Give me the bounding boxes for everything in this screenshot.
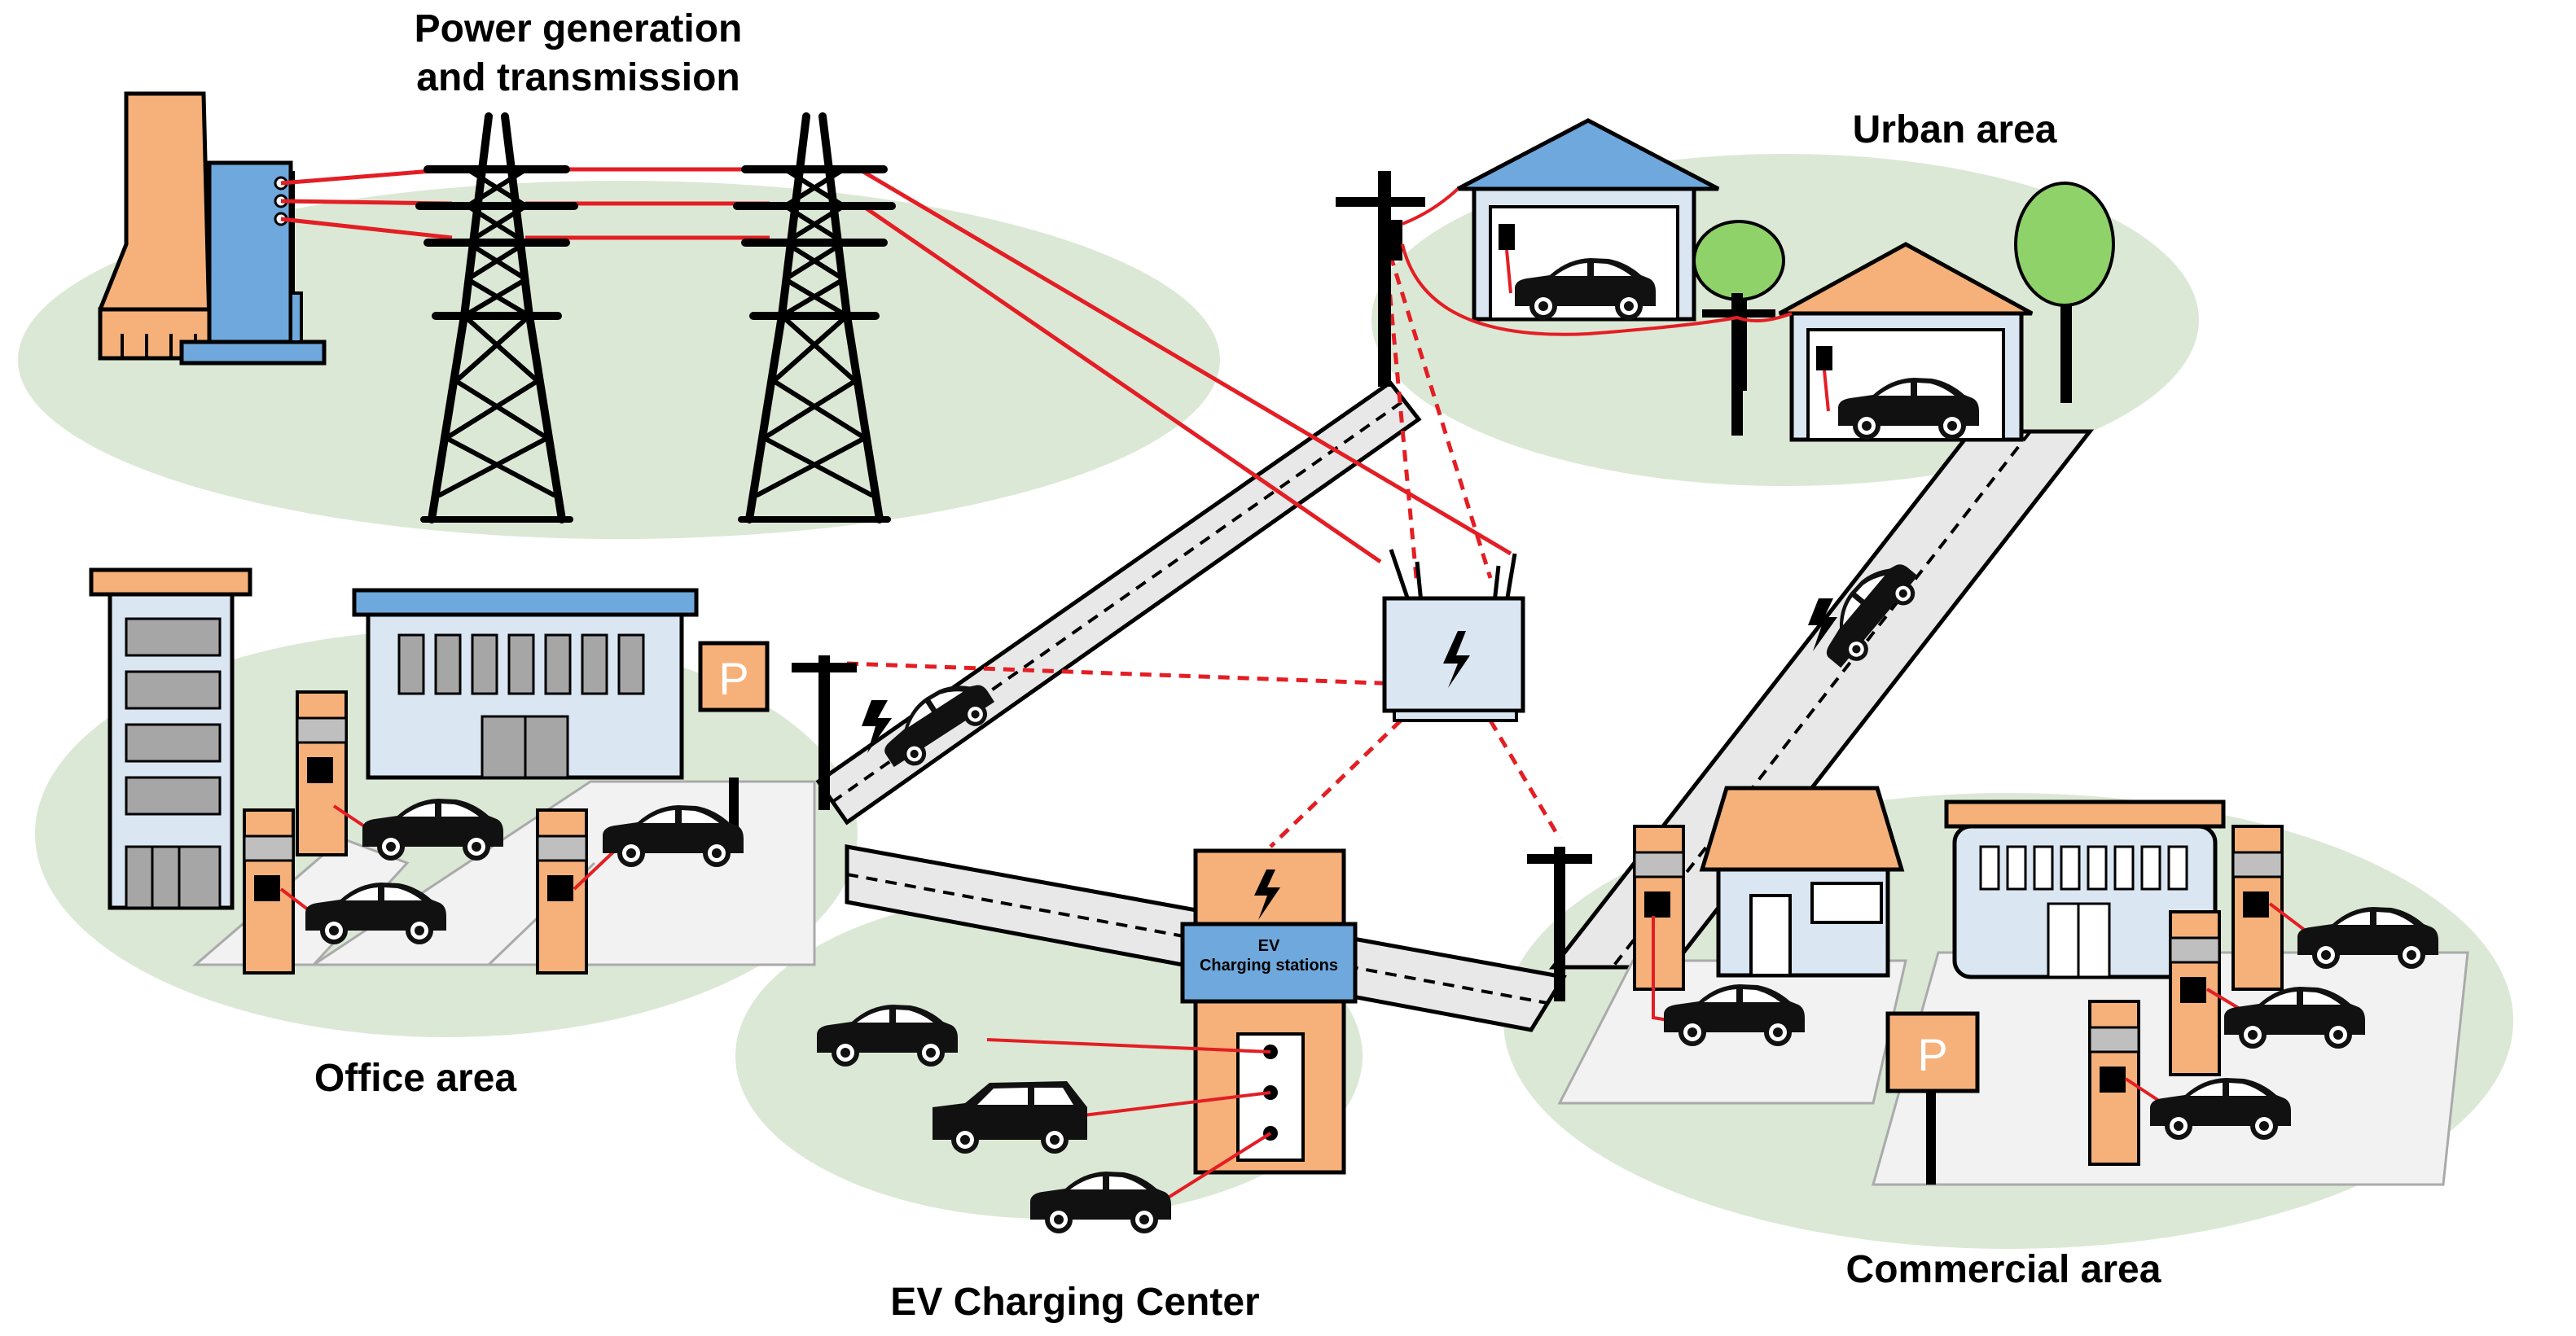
charger-icon — [1633, 825, 1685, 991]
shop-icon — [1699, 786, 1905, 978]
power-generation-label: Power generation and transmission — [350, 5, 806, 103]
charger-icon — [296, 690, 348, 856]
charging-stations-sign-line1: EV — [1257, 937, 1280, 955]
car-icon — [933, 1081, 1087, 1154]
urban-area-label: Urban area — [1852, 108, 2057, 151]
parking-sign-icon: P — [698, 641, 770, 834]
urban-pole-icon — [1336, 171, 1425, 387]
parking-sign-icon: P — [1885, 1011, 1980, 1185]
house-icon — [1778, 242, 2034, 442]
office-area-label: Office area — [314, 1057, 517, 1100]
house-icon — [1456, 118, 1720, 322]
charger-icon — [536, 808, 588, 975]
tree-icon — [2014, 182, 2115, 403]
lightning-icon — [1808, 598, 1837, 651]
transformer-icon — [1382, 549, 1525, 722]
urban-service-lines — [1401, 187, 1793, 336]
ev-charging-station-hub — [1180, 848, 1358, 1175]
office-building-icon — [1944, 799, 2226, 979]
ev-charging-center-label: EV Charging Center — [890, 1281, 1260, 1324]
power-generation-zone — [18, 181, 1220, 539]
office-building-icon — [352, 588, 699, 780]
parking-sign-label: P — [718, 653, 748, 704]
parking-sign-label: P — [1917, 1029, 1947, 1080]
center-charging-cables — [986, 1038, 1272, 1207]
power-plant-icon — [98, 91, 327, 366]
lightning-icon — [862, 700, 892, 753]
power-generation-label-line2: and transmission — [416, 56, 740, 99]
distribution-lines — [846, 235, 1562, 848]
charging-stations-sign-line2: Charging stations — [1199, 957, 1338, 975]
charging-stations-sign: EV Charging stations — [1185, 936, 1353, 975]
commercial-area-label: Commercial area — [1845, 1248, 2161, 1291]
office-building-icon — [89, 567, 252, 910]
power-generation-label-line1: Power generation — [414, 7, 743, 50]
